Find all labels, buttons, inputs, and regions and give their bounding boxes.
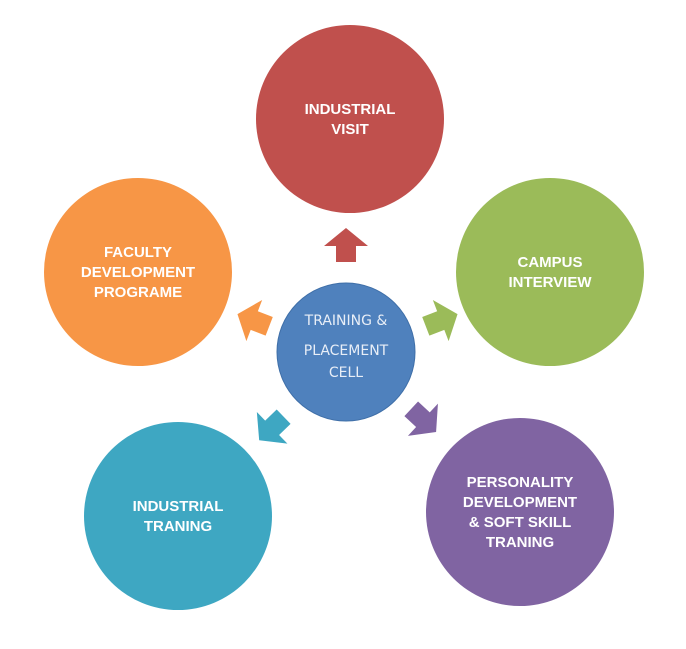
node-circle <box>256 25 444 213</box>
node-label-line: FACULTY <box>104 244 172 261</box>
node-label-line: DEVELOPMENT <box>463 494 577 511</box>
node-label-line: DEVELOPMENT <box>81 264 195 281</box>
node-label-line: TRANING <box>144 518 212 535</box>
arrow-icon <box>256 409 291 444</box>
node-label-line: INTERVIEW <box>508 274 592 291</box>
node-label-line: INDUSTRIAL <box>133 498 224 515</box>
node-label-line: & SOFT SKILL <box>469 514 572 531</box>
arrow-icon <box>237 300 273 342</box>
node-label-line: INDUSTRIAL <box>305 101 396 118</box>
center-label-line: PLACEMENT <box>304 343 389 359</box>
center-circle <box>276 282 416 422</box>
node-industrial-visit: INDUSTRIAL VISIT <box>256 25 444 213</box>
node-label-line: PERSONALITY <box>467 474 574 491</box>
node-label-line: CAMPUS <box>517 254 582 271</box>
node-personality-development: PERSONALITY DEVELOPMENT & SOFT SKILL TRANIN… <box>426 418 614 606</box>
arrow-icon <box>324 228 368 262</box>
center-label-line: CELL <box>329 365 363 381</box>
node-label-line: PROGRAME <box>94 284 182 301</box>
arrow-icon <box>404 401 438 436</box>
node-circle <box>426 418 614 606</box>
arrow-icon <box>422 300 458 342</box>
node-circle <box>456 178 644 366</box>
node-faculty-development: FACULTY DEVELOPMENT PROGRAME <box>44 178 232 366</box>
node-campus-interview: CAMPUS INTERVIEW <box>456 178 644 366</box>
node-circle <box>44 178 232 366</box>
node-industrial-training: INDUSTRIAL TRANING <box>84 422 272 610</box>
center-label-line: TRAINING & <box>304 313 388 329</box>
node-circle <box>84 422 272 610</box>
node-label-line: TRANING <box>486 534 554 551</box>
node-label-line: VISIT <box>331 121 369 138</box>
